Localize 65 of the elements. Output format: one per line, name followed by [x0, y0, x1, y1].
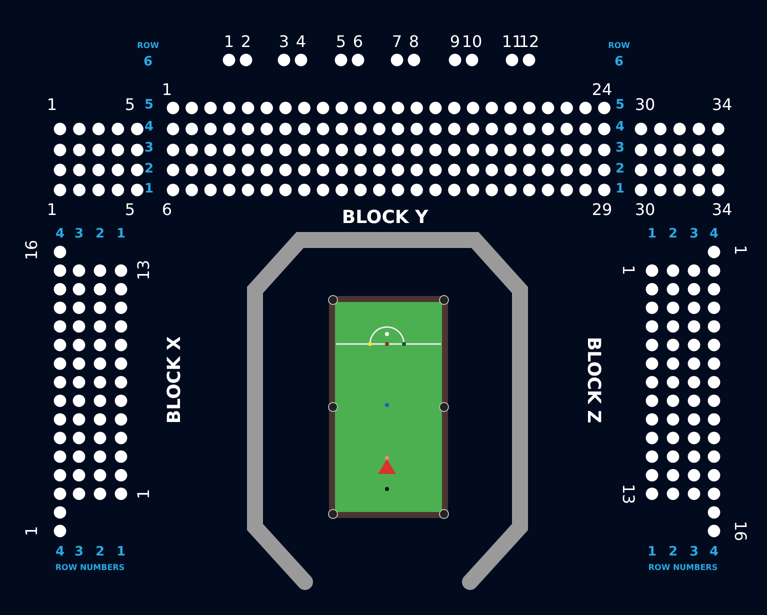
row-caption: ROW: [137, 42, 159, 50]
block-label: BLOCK X: [166, 336, 184, 424]
row-number: 4: [144, 120, 154, 134]
row-number: 5: [144, 98, 154, 112]
row-number: 2: [95, 228, 105, 240]
row-number: 2: [668, 546, 678, 558]
seat-number: 1: [46, 97, 58, 113]
row-number: 4: [709, 228, 719, 240]
seat-number: 5: [124, 97, 136, 113]
seat-number: 30: [634, 97, 656, 113]
row-number: 4: [615, 120, 625, 134]
seat-number: 16: [24, 240, 40, 260]
seat-number: 13: [136, 260, 152, 280]
row-number: 2: [668, 228, 678, 240]
row-number: 1: [144, 182, 154, 196]
row-number: 3: [74, 228, 84, 240]
row-number: 6: [143, 56, 153, 68]
row-number: 2: [95, 546, 105, 558]
seat-number: 16: [732, 520, 748, 542]
row-number: 3: [689, 546, 699, 558]
seat-number: 6: [162, 202, 172, 218]
row-number: 3: [689, 228, 699, 240]
seat-number: 8: [408, 34, 420, 50]
block-label: BLOCK Z: [584, 336, 602, 424]
seat-number: 1: [732, 244, 748, 256]
seat-number: 29: [592, 202, 612, 218]
seat-number: 34: [712, 97, 732, 113]
row-caption: ROW: [608, 42, 630, 50]
block-label: BLOCK Y: [342, 209, 428, 227]
seat-number: 13: [620, 484, 636, 504]
seat-number: 4: [296, 34, 306, 50]
row-number: 3: [144, 142, 154, 154]
seat-number: 1: [136, 488, 152, 500]
seat-number: 7: [392, 34, 402, 50]
seat-number: 5: [336, 34, 346, 50]
seat-number: 24: [592, 82, 612, 98]
seat-number: 1: [224, 34, 234, 50]
row-number: 1: [116, 546, 126, 558]
row-number: 2: [144, 162, 154, 176]
seat-number: 10: [462, 34, 482, 50]
seat-number: 1: [46, 202, 58, 218]
seat-number: 1: [162, 82, 172, 98]
row-number: 1: [647, 546, 657, 558]
row-number: 1: [116, 228, 126, 240]
row-number: 1: [647, 228, 657, 240]
seat-number: 30: [634, 202, 656, 218]
row-number: 3: [74, 546, 84, 558]
seat-number: 34: [712, 202, 732, 218]
row-number: 6: [614, 56, 624, 68]
row-number: 2: [615, 162, 625, 176]
row-caption: ROW NUMBERS: [55, 564, 125, 572]
row-number: 4: [55, 228, 65, 240]
seat-number: 6: [352, 34, 364, 50]
row-number: 4: [709, 546, 719, 558]
row-number: 1: [615, 182, 625, 196]
seat-number: 1: [24, 526, 40, 536]
seat-number: 5: [124, 202, 136, 218]
seat-number: 1: [620, 264, 636, 276]
row-caption: ROW NUMBERS: [648, 564, 718, 572]
seat-number: 9: [450, 34, 460, 50]
row-number: 5: [615, 98, 625, 112]
row-number: 3: [615, 142, 625, 154]
row-number: 4: [55, 546, 65, 558]
seat-number: 2: [240, 34, 252, 50]
seat-number: 3: [278, 34, 290, 50]
